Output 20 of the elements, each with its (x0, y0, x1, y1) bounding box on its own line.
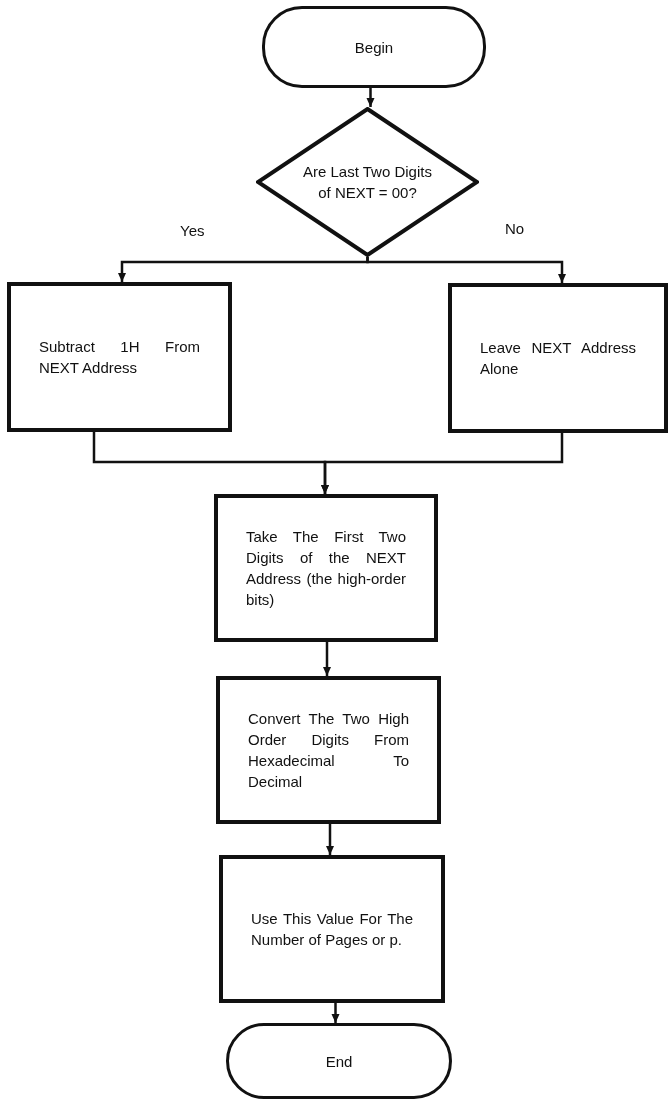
node-text: Begin (354, 37, 394, 58)
process-box (448, 283, 668, 433)
process-box (219, 855, 445, 1003)
arrow (326, 824, 334, 855)
process-box (214, 494, 438, 642)
node-text: Convert The Two High Order Digits From Hexadecimal To Decimal (248, 709, 409, 792)
process-box (7, 282, 232, 432)
node-text: Are Last Two Digits of NEXT = 00? (302, 162, 433, 203)
arrow (366, 257, 566, 283)
arrow (331, 1003, 340, 1023)
arrow (366, 88, 375, 107)
node-text: Subtract 1H From NEXT Address (39, 337, 200, 378)
node-text: Take The First Two Digits of the NEXT Address (the high-order bits) (246, 527, 406, 610)
decision-diamond (256, 107, 479, 257)
node-text: End (325, 1051, 353, 1072)
node-text: Leave NEXT Address Alone (480, 338, 636, 379)
process-box (216, 676, 441, 824)
arrow (321, 433, 564, 494)
node-text: Use This Value For The Number of Pages or p. (251, 909, 413, 950)
arrow (323, 642, 331, 676)
